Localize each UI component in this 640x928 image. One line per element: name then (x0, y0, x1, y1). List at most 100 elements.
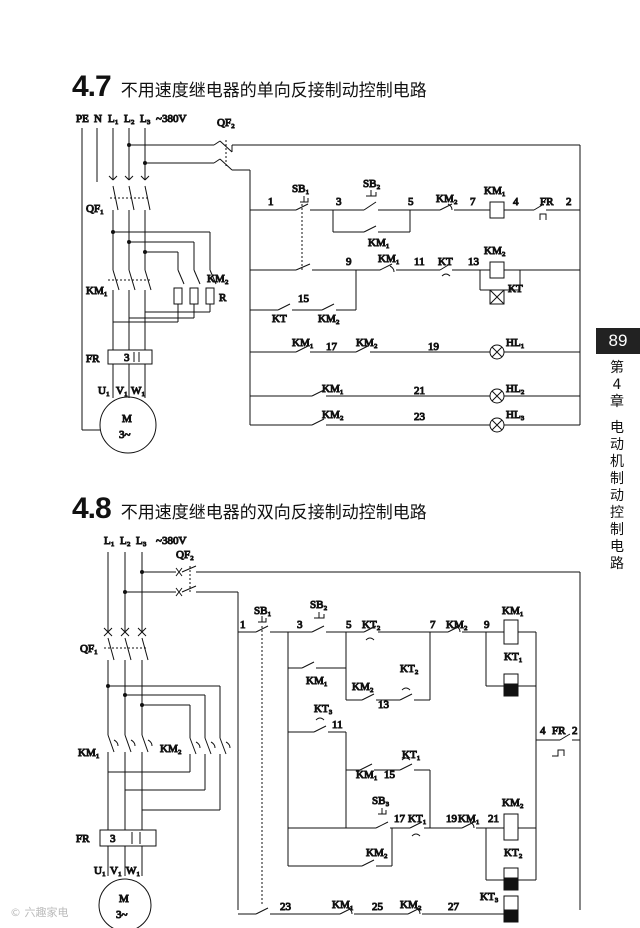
rung-rev: SB₃ 17 KT₁ 19 KM₁ 21 KM₂ KM₂ KT₂ (287, 732, 536, 891)
node-17: 17 (326, 341, 338, 353)
node-21: 21 (414, 385, 425, 397)
label-w1: W₁ (131, 385, 145, 397)
label-fr-contact: FR (552, 725, 566, 737)
label-km2-nc: KM₂ (436, 193, 458, 205)
label-km2-nc: KM₂ (446, 619, 468, 631)
label-r: R (219, 292, 227, 304)
node-19: 19 (446, 813, 458, 825)
motor-sub: 3~ (119, 429, 131, 441)
node-19: 19 (428, 341, 440, 353)
label-km2-no: KM₂ (322, 409, 344, 421)
label-qf2: QF₂ (176, 549, 194, 561)
label-km1-no2: KM₁ (356, 769, 378, 781)
label-w1: W₁ (126, 865, 140, 877)
rung-mid: KT₃ 11 4 FR 2 (287, 668, 580, 828)
fr-number: 3 (110, 833, 116, 845)
label-km1: KM₁ (86, 285, 108, 297)
section-number: 4.8 (72, 492, 112, 525)
rung-1: KM₁ (250, 190, 580, 270)
qf2-breaker (213, 140, 580, 171)
chapter-char: 第 (610, 360, 624, 376)
chapter-title-char: 控 (610, 505, 624, 521)
diagram-4-8: L₁ L₂ L₃ ~380V QF₂ QF₁ KM₁ K (76, 535, 581, 928)
rung-6: KM₂ 23 HL₃ (250, 409, 580, 433)
node-23: 23 (414, 411, 426, 423)
label-l3: L₃ (136, 535, 147, 547)
label-km2-hold: KM₂ (366, 847, 388, 859)
label-v1: V₁ (110, 865, 122, 877)
node-27: 27 (448, 901, 460, 913)
km1-main-contacts (107, 734, 153, 830)
label-kt1-nc: KT₁ (408, 813, 427, 825)
node-4: 4 (540, 725, 546, 737)
label-coil-km2: KM₂ (502, 797, 524, 809)
rung-brake: 23 KM₁ 25 KM₂ 27 KT₃ (238, 891, 519, 923)
label-coil-kt: KT (508, 283, 523, 295)
label-km2-no: KM₂ (352, 681, 374, 693)
label-fr-contact: FR (540, 196, 554, 208)
node-1: 1 (240, 619, 246, 631)
chapter-title-char: 电 (610, 539, 624, 555)
label-km1-nc: KM₁ (292, 337, 314, 349)
node-9: 9 (484, 619, 490, 631)
label-km1-no2: KM₁ (322, 383, 344, 395)
label-sb1: SB₁ (292, 183, 309, 195)
label-km1: KM₁ (78, 747, 100, 759)
label-km2: KM₂ (160, 743, 182, 755)
qf1-breaker (108, 175, 151, 270)
node-4: 4 (513, 196, 519, 208)
qf1-breaker (103, 627, 149, 735)
rung-4: KM₁ 17 KM₂ 19 HL₁ (250, 337, 580, 360)
label-pe: PE (76, 113, 89, 125)
node-15: 15 (384, 769, 396, 781)
fr-thermal-relay: 3 (107, 349, 153, 365)
label-km1-hold: KM₁ (306, 675, 328, 687)
label-km2-nc2: KM₂ (356, 337, 378, 349)
chapter-char: 4 (612, 377, 622, 393)
label-sb3: SB₃ (372, 795, 389, 807)
label-km1-hold: KM₁ (368, 237, 390, 249)
node-21: 21 (488, 813, 499, 825)
fr-thermal-relay: 3 (99, 829, 157, 847)
section-title: 不用速度继电器的双向反接制动控制电路 (120, 503, 427, 523)
rung-5: KM₁ 21 HL₂ (250, 383, 580, 404)
label-km2: KM₂ (207, 273, 229, 285)
node-17: 17 (394, 813, 406, 825)
rung-2: 9 KM₁ 11 KT 13 KM₂ KT (250, 245, 580, 305)
chapter-title-char: 制 (610, 522, 624, 538)
label-coil-km1: KM₁ (502, 605, 524, 617)
label-fr: FR (76, 833, 90, 845)
watermark: © 六趣家电 (10, 906, 69, 919)
node-2: 2 (566, 196, 572, 208)
node-1: 1 (268, 196, 274, 208)
chapter-title-char: 电 (610, 420, 624, 436)
label-qf1: QF₁ (80, 643, 98, 655)
chapter-title: 电 动 机 制 动 控 制 电 路 (606, 420, 628, 573)
label-hl3: HL₃ (506, 409, 525, 421)
motor-sub: 3~ (116, 909, 128, 921)
node-3: 3 (297, 619, 303, 631)
label-coil-km1: KM₁ (484, 185, 506, 197)
motor-4-7: M 3~ (99, 396, 157, 454)
label-km2-hold: KM₂ (318, 313, 340, 325)
label-l2: L₂ (120, 535, 131, 547)
motor-4-8: M 3~ (98, 878, 152, 928)
rung-3: 15 KT KM₂ (250, 270, 357, 326)
label-l1: L₁ (104, 535, 115, 547)
km2-main-contacts (113, 269, 217, 323)
node-5: 5 (408, 196, 414, 208)
label-kt3: KT₃ (314, 703, 333, 715)
node-23: 23 (280, 901, 292, 913)
label-hl2: HL₂ (506, 383, 525, 395)
node-13: 13 (468, 256, 480, 268)
label-sb2: SB₂ (310, 599, 327, 611)
label-voltage: ~380V (156, 113, 186, 125)
qf2-breaker (175, 565, 581, 910)
label-km1-nc: KM₁ (458, 813, 480, 825)
label-n: N (94, 113, 102, 125)
motor-label: M (122, 413, 132, 425)
chapter-title-char: 制 (610, 471, 624, 487)
label-coil-km2: KM₂ (484, 245, 506, 257)
label-l3: L₃ (140, 113, 151, 125)
